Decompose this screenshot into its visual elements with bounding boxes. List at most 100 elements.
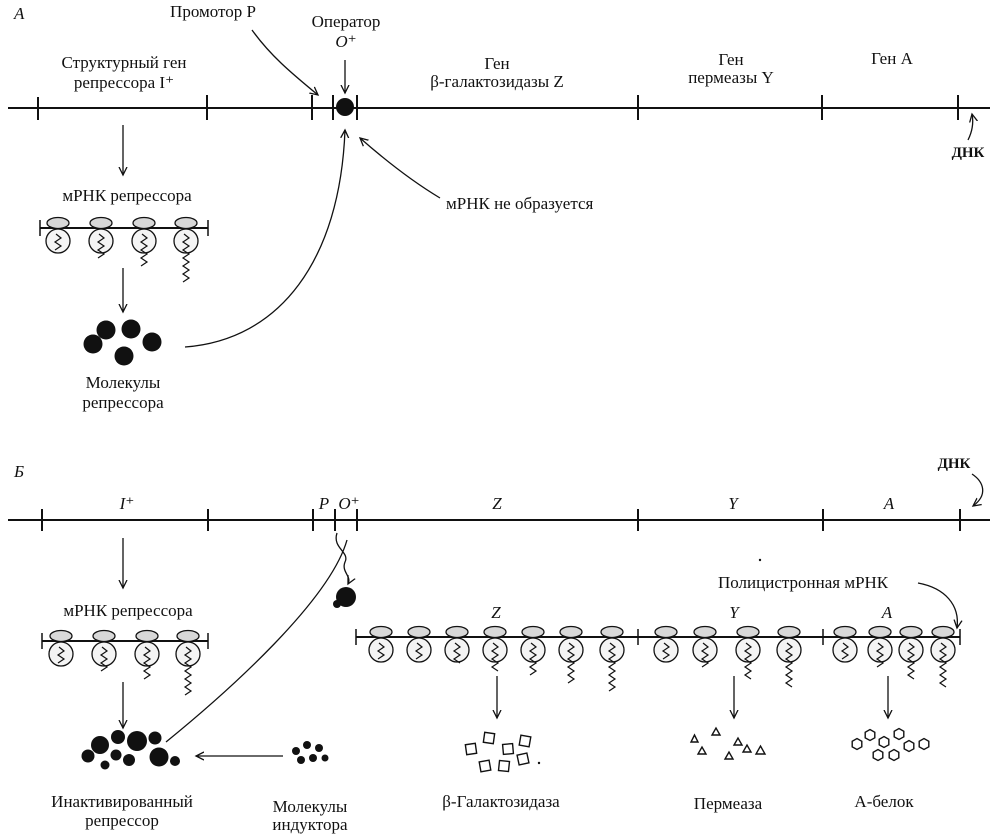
ribosome-icon bbox=[482, 625, 508, 672]
inducer-label-1: Молекулы bbox=[272, 797, 348, 816]
inducer-molecule-icon bbox=[315, 744, 323, 752]
ribosome-icon bbox=[930, 625, 956, 688]
gene-a-label: Ген A bbox=[871, 49, 913, 68]
segment-i-label: I⁺ bbox=[119, 494, 135, 513]
ribosome-icon bbox=[173, 216, 199, 283]
triangle-icon bbox=[741, 743, 753, 753]
inducer-molecule-icon bbox=[309, 754, 317, 762]
hexagon-icon bbox=[893, 727, 905, 741]
ribosome-icon bbox=[599, 625, 625, 692]
ribosome-icon bbox=[735, 625, 761, 680]
permease-products bbox=[689, 726, 767, 760]
inactivated-repressor-cluster bbox=[81, 730, 180, 770]
dna-arrow-a bbox=[967, 114, 973, 141]
dna-line-a bbox=[8, 95, 990, 120]
inducer-molecule-icon bbox=[297, 756, 305, 764]
dna-line-b bbox=[8, 509, 990, 531]
hexagon-icon bbox=[878, 735, 890, 749]
hexagon-icon bbox=[903, 739, 915, 753]
hexagon-icon bbox=[864, 728, 876, 742]
segment-z-label: Z bbox=[492, 494, 502, 513]
ribosome-icon bbox=[653, 625, 679, 663]
ribosome-group-a bbox=[45, 216, 199, 283]
repressor-molecules bbox=[83, 319, 162, 366]
hexagon-icon bbox=[872, 748, 884, 762]
polycistronic-label: Полицистронная мРНК bbox=[718, 573, 889, 592]
product-y-label: Пермеаза bbox=[693, 794, 763, 813]
inducer-molecule-icon bbox=[321, 754, 329, 762]
mrna-repressor-label-a: мРНК репрессора bbox=[62, 186, 192, 205]
triangle-icon bbox=[723, 750, 735, 760]
ribosome-icon bbox=[776, 625, 802, 688]
polycistronic-arrow bbox=[917, 582, 957, 628]
ribosome-icon bbox=[91, 629, 117, 672]
hexagon-icon bbox=[918, 737, 930, 751]
dna-arrow-b bbox=[971, 473, 984, 506]
sub-z-label: Z bbox=[491, 603, 501, 622]
ribosome-icon bbox=[131, 216, 157, 267]
square-icon bbox=[464, 742, 478, 756]
inducer-label-2: индуктора bbox=[272, 815, 348, 834]
repressor-molecule-icon bbox=[121, 319, 141, 339]
a-protein-products bbox=[851, 727, 930, 762]
segment-p-label: P bbox=[318, 494, 330, 513]
ribosome-icon bbox=[175, 629, 201, 696]
operator-repressor-bound bbox=[336, 98, 354, 116]
inducer-molecule-icon bbox=[292, 747, 300, 755]
square-icon bbox=[516, 752, 530, 766]
no-mrna-arrow bbox=[360, 138, 441, 199]
product-z-label: β-Галактозидаза bbox=[442, 792, 560, 811]
ribosome-icon bbox=[88, 216, 114, 259]
ribosome-icon bbox=[520, 625, 546, 676]
segment-y-label: Y bbox=[728, 494, 738, 513]
repressor-mrna-b bbox=[41, 633, 209, 649]
repressor-molecule-icon bbox=[96, 320, 116, 340]
segment-a-label: A bbox=[883, 494, 895, 513]
repressor-gene-label-2: репрессора I⁺ bbox=[73, 73, 175, 92]
ribosome-icon bbox=[406, 625, 432, 663]
repressor-molecules-label-1: Молекулы bbox=[85, 373, 161, 392]
repressor-gene-label-1: Структурный ген bbox=[61, 53, 187, 72]
ribosome-icon bbox=[558, 625, 584, 684]
mrna-repressor-label-b: мРНК репрессора bbox=[63, 601, 193, 620]
ribosome-icon bbox=[444, 625, 470, 664]
dna-label-b: ДНК bbox=[937, 456, 971, 472]
product-a-label: А-белок bbox=[854, 792, 914, 811]
gene-z-label-2: β-галактозидазы Z bbox=[430, 72, 564, 91]
hexagon-icon bbox=[851, 737, 863, 751]
sub-a-label: A bbox=[881, 603, 893, 622]
triangle-icon bbox=[710, 726, 722, 736]
square-icon bbox=[497, 759, 511, 773]
triangle-icon bbox=[689, 733, 700, 743]
panel-a-letter: А bbox=[14, 4, 25, 23]
repressor-molecule-icon bbox=[114, 346, 134, 366]
operator-symbol: O⁺ bbox=[335, 32, 357, 51]
hexagon-icon bbox=[888, 748, 900, 762]
ribosome-group-b-repressor bbox=[48, 629, 201, 696]
dna-label-a: ДНК bbox=[951, 145, 985, 161]
ribosome-icon bbox=[45, 216, 71, 254]
inducer-molecule-icon bbox=[303, 741, 311, 749]
gene-y-label-2: пермеазы Y bbox=[688, 68, 774, 87]
inducer-molecules bbox=[292, 741, 329, 764]
released-repressor bbox=[336, 587, 356, 607]
inactivation-curve bbox=[165, 539, 348, 743]
square-icon bbox=[518, 734, 532, 748]
ribosome-icon bbox=[832, 625, 858, 663]
triangle-icon bbox=[696, 745, 708, 755]
inactivated-repressor-label-1: Инактивированный bbox=[51, 792, 193, 811]
ribosome-icon bbox=[134, 629, 160, 680]
beta-galactosidase-products bbox=[464, 731, 541, 773]
square-icon bbox=[482, 731, 496, 745]
sub-y-label: Y bbox=[729, 603, 739, 622]
no-mrna-label: мРНК не образуется bbox=[446, 194, 594, 213]
promoter-arrow bbox=[251, 29, 318, 95]
repressor-molecules-label-2: репрессора bbox=[82, 393, 164, 412]
repressor-binding-arrow bbox=[184, 130, 345, 348]
ribosome-group-b-poly bbox=[368, 625, 956, 692]
triangle-icon bbox=[732, 736, 744, 746]
gene-y-label-1: Ген bbox=[718, 50, 744, 69]
segment-o-label: O⁺ bbox=[338, 494, 360, 513]
ribosome-icon bbox=[898, 625, 924, 680]
